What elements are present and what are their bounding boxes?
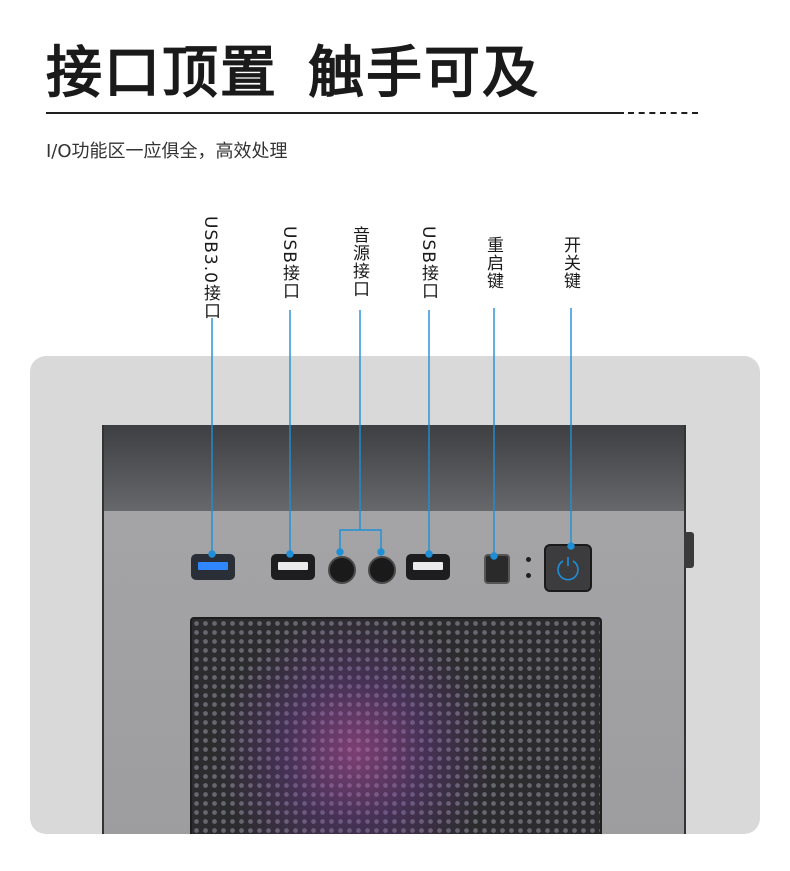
- label-power: 开关键: [560, 236, 580, 290]
- case-top-panel: [104, 425, 684, 511]
- label-usb-left: USB接口: [279, 226, 299, 300]
- power-button: [544, 544, 592, 592]
- audio-jack-right: [368, 556, 396, 584]
- label-usb30: USB3.0接口: [200, 216, 220, 320]
- label-reset: 重启键: [483, 236, 503, 290]
- label-audio: 音源接口: [349, 226, 369, 298]
- page-title: 接口顶置触手可及: [46, 28, 540, 109]
- side-knob: [684, 532, 694, 568]
- label-usb-right: USB接口: [418, 226, 438, 300]
- audio-jack-left: [328, 556, 356, 584]
- led-indicator-top: [526, 557, 531, 562]
- pc-case-front: [102, 425, 686, 834]
- usb-port-right: [406, 554, 450, 580]
- reset-button: [484, 554, 510, 584]
- product-panel: [30, 356, 760, 834]
- power-icon: [557, 557, 579, 581]
- title-underline-dashed: [628, 112, 698, 114]
- title-left: 接口顶置: [46, 41, 278, 106]
- led-indicator-bottom: [526, 573, 531, 578]
- title-underline: [46, 112, 624, 114]
- front-mesh: [190, 617, 602, 834]
- title-right: 触手可及: [308, 41, 540, 106]
- subtitle: I/O功能区一应俱全，高效处理: [46, 141, 288, 162]
- usb30-port: [191, 554, 235, 580]
- usb-port-left: [271, 554, 315, 580]
